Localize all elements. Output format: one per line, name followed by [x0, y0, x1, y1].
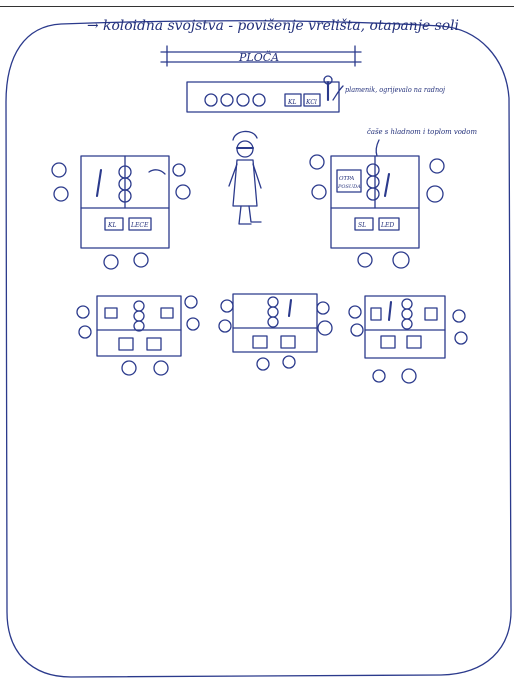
teacher-figure-icon	[229, 131, 261, 224]
demo-box-label-2: KCl	[305, 99, 317, 106]
group-2-label-4: LED	[380, 222, 394, 229]
demo-table	[187, 82, 339, 112]
group-2-label-2: POSUDA	[337, 184, 361, 190]
demo-box-label-1: KL	[287, 99, 296, 106]
note-arrow	[376, 140, 379, 156]
lab-group-4	[219, 294, 332, 370]
demo-annotation-arrow	[333, 86, 343, 100]
demo-circle-4	[253, 94, 265, 106]
hand-drawn-sketch: → koloidna svojstva - povišenje vrelišta…	[1, 10, 513, 679]
demo-annotation: plamenik, ogrijevalo na radnoj	[345, 86, 446, 94]
group-2-label-1: OTPA	[339, 176, 354, 182]
heading-text: → koloidna svojstva - povišenje vrelišta…	[87, 18, 459, 34]
lab-group-2: OTPA POSUDA SL LED	[310, 155, 444, 268]
lab-group-1: KL LECE	[52, 156, 190, 269]
group-2-label-3: SL	[358, 222, 366, 229]
demo-circle-3	[237, 94, 249, 106]
board-label: PLOČA	[238, 50, 279, 64]
demo-circle-1	[205, 94, 217, 106]
right-note: čaše s hladnom i toplom vodom	[367, 127, 477, 136]
page-top-rule	[0, 6, 514, 7]
lab-group-3	[77, 296, 199, 375]
sketch-border	[6, 21, 511, 677]
group-1-label-2: LECE	[130, 222, 149, 229]
lab-group-5	[349, 296, 467, 383]
group-1-label-1: KL	[107, 222, 116, 229]
demo-circle-2	[221, 94, 233, 106]
